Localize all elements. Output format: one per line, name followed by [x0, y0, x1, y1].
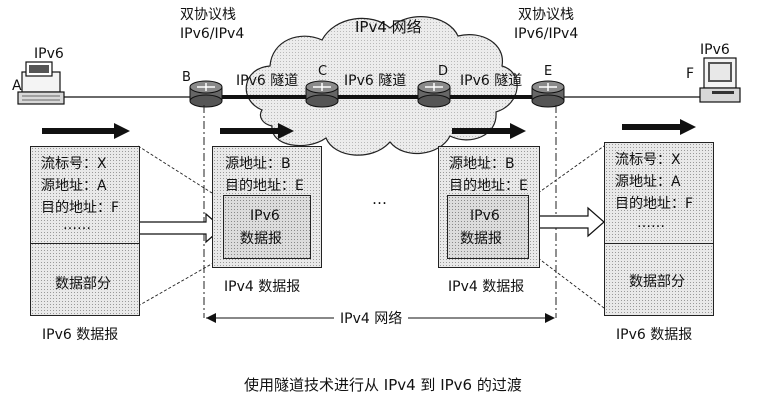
packet-left-src: 源地址：A — [41, 178, 107, 194]
ipv4-packet-right: 源地址：B 目的地址：E IPv6 数据报 — [438, 146, 540, 268]
cloud-label: IPv4 网络 — [355, 18, 422, 36]
ipv6-packet-left: 流标号：X 源地址：A 目的地址：F …… 数据部分 — [30, 146, 140, 316]
packet-left-dots: …… — [63, 217, 91, 233]
tunnel-left-dst: 目的地址：E — [225, 178, 304, 194]
dual-stack-right-line2: IPv6/IPv4 — [514, 26, 579, 42]
host-a-icon — [17, 61, 65, 105]
dual-stack-left-line2: IPv6/IPv4 — [180, 26, 245, 42]
router-c-icon — [305, 80, 339, 108]
tunnel-left-inner-line2: 数据报 — [240, 231, 282, 247]
dual-stack-left-line1: 双协议栈 — [180, 7, 236, 23]
ipv4-cloud — [245, 16, 518, 156]
router-d-label: D — [438, 64, 449, 79]
figure-caption: 使用隧道技术进行从 IPv4 到 IPv6 的过渡 — [244, 376, 522, 394]
packet-right-data: 数据部分 — [629, 274, 685, 290]
dual-stack-right-line1: 双协议栈 — [518, 7, 574, 23]
direction-arrow-1 — [42, 123, 130, 139]
tunnel-right-caption: IPv4 数据报 — [448, 279, 525, 295]
tunnel-right-src: 源地址：B — [449, 156, 515, 172]
router-e-icon — [531, 80, 565, 108]
host-f-icon — [699, 57, 741, 103]
tunnel-left-inner: IPv6 数据报 — [223, 195, 311, 259]
packet-right-dots: …… — [637, 215, 665, 231]
router-b-label: B — [182, 70, 191, 85]
tunnel-left-inner-line1: IPv6 — [250, 208, 280, 224]
direction-arrow-4 — [622, 119, 696, 135]
tunnel-label-1: IPv6 隧道 — [236, 73, 299, 89]
direction-arrow-2 — [220, 123, 294, 139]
tunnel-right-inner-line2: 数据报 — [460, 231, 502, 247]
host-f-letter: F — [686, 66, 695, 82]
host-a-letter: A — [12, 78, 22, 94]
hollow-arrow-right — [535, 206, 605, 238]
packet-left-dst: 目的地址：F — [41, 200, 120, 216]
packet-left-flow: 流标号：X — [41, 156, 107, 172]
tunnel-label-3: IPv6 隧道 — [460, 73, 523, 89]
host-f-proto: IPv6 — [700, 42, 730, 58]
router-d-icon — [417, 80, 451, 108]
packet-right-caption: IPv6 数据报 — [616, 327, 693, 343]
hollow-arrow-left — [137, 212, 223, 244]
packet-left-caption: IPv6 数据报 — [42, 327, 119, 343]
tunnel-right-inner: IPv6 数据报 — [447, 195, 529, 259]
span-label: IPv4 网络 — [334, 308, 409, 328]
host-a-proto: IPv6 — [34, 46, 64, 62]
tunnel-right-inner-line1: IPv6 — [470, 208, 500, 224]
router-c-label: C — [318, 64, 328, 79]
tunnel-label-2: IPv6 隧道 — [344, 73, 407, 89]
tunnel-left-src: 源地址：B — [225, 156, 291, 172]
tunnel-left-caption: IPv4 数据报 — [224, 279, 301, 295]
packet-right-src: 源地址：A — [615, 174, 681, 190]
packet-left-data: 数据部分 — [55, 276, 111, 292]
packet-right-dst: 目的地址：F — [615, 196, 694, 212]
ipv6-packet-right: 流标号：X 源地址：A 目的地址：F …… 数据部分 — [604, 142, 714, 316]
router-b-icon — [189, 80, 223, 108]
ipv4-packet-left: 源地址：B 目的地址：E IPv6 数据报 — [212, 146, 322, 268]
ellipsis: … — [372, 190, 387, 208]
packet-right-flow: 流标号：X — [615, 152, 681, 168]
tunnel-right-dst: 目的地址：E — [449, 178, 528, 194]
direction-arrow-3 — [452, 123, 526, 139]
router-e-label: E — [544, 64, 553, 79]
